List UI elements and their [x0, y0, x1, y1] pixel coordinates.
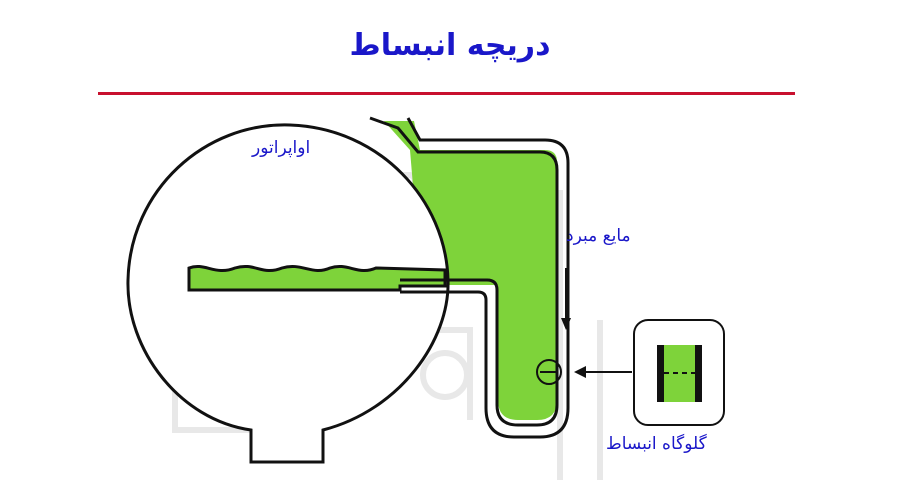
liquid-refrigerant-label: مایع مبرد [566, 226, 631, 246]
throat-inset [633, 319, 725, 426]
throat-marker [536, 359, 562, 385]
evaporator-shell [126, 123, 450, 464]
evaporator-liquid-pool [187, 265, 447, 292]
page-title: دریچه انبساط [349, 28, 551, 63]
refrigerant-pipe [369, 116, 570, 439]
evaporator [126, 123, 450, 464]
pointer-arrow [574, 366, 632, 378]
pipe-inner-wall [400, 117, 570, 439]
pipe-outer-wall [369, 116, 559, 427]
evaporator-label: اواپراتور [252, 138, 311, 158]
flow-arrow [561, 268, 571, 330]
expansion-throat-label: گلوگاه انبساط [606, 434, 707, 454]
liquid-fill [384, 121, 557, 420]
title-divider [98, 92, 795, 95]
